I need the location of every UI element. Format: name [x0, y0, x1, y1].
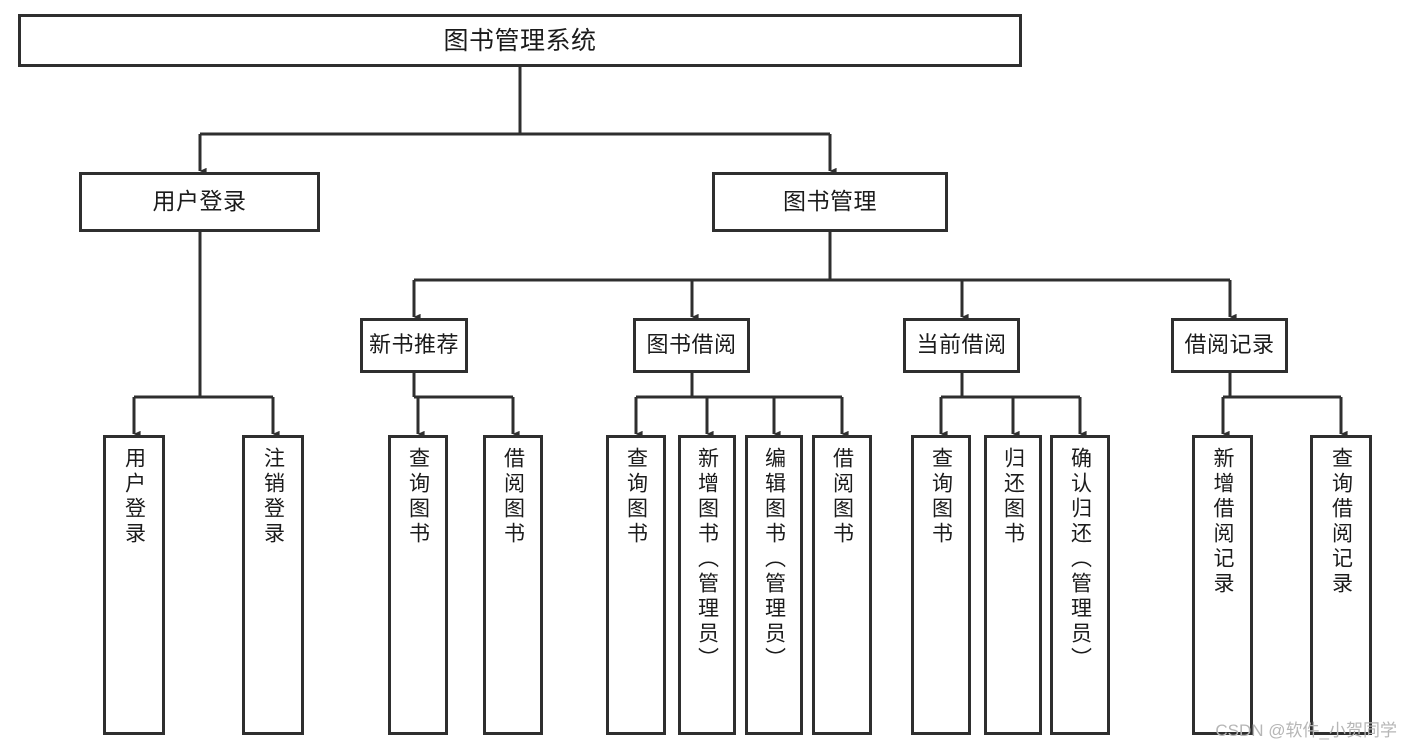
node-n2[interactable]: 图书管理: [712, 172, 948, 232]
node-n1[interactable]: 用户登录: [79, 172, 320, 232]
node-n14[interactable]: 借阅图书: [812, 435, 872, 735]
node-label: 确认归还（管理员）: [1068, 447, 1092, 672]
node-label: 用户登录: [122, 447, 146, 547]
node-label: 借阅记录: [1184, 332, 1275, 358]
node-n16[interactable]: 归还图书: [984, 435, 1042, 735]
node-n19[interactable]: 查询借阅记录: [1310, 435, 1372, 735]
node-n10[interactable]: 借阅图书: [483, 435, 543, 735]
node-label: 新增图书（管理员）: [695, 447, 719, 672]
node-label: 图书管理系统: [443, 26, 597, 55]
node-label: 编辑图书（管理员）: [762, 447, 786, 672]
node-label: 注销登录: [261, 447, 285, 547]
node-label: 查询图书: [929, 447, 953, 547]
node-label: 查询借阅记录: [1329, 447, 1353, 597]
node-label: 用户登录: [152, 188, 247, 215]
node-n11[interactable]: 查询图书: [606, 435, 666, 735]
node-n18[interactable]: 新增借阅记录: [1192, 435, 1253, 735]
node-label: 图书借阅: [646, 332, 737, 358]
node-n12[interactable]: 新增图书（管理员）: [678, 435, 736, 735]
node-n5[interactable]: 当前借阅: [903, 318, 1020, 373]
node-label: 借阅图书: [501, 447, 525, 547]
node-label: 借阅图书: [830, 447, 854, 547]
node-n17[interactable]: 确认归还（管理员）: [1050, 435, 1110, 735]
node-n9[interactable]: 查询图书: [388, 435, 448, 735]
node-label: 查询图书: [406, 447, 430, 547]
node-label: 查询图书: [624, 447, 648, 547]
node-n8[interactable]: 注销登录: [242, 435, 304, 735]
node-n4[interactable]: 图书借阅: [633, 318, 750, 373]
node-n3[interactable]: 新书推荐: [360, 318, 468, 373]
node-n15[interactable]: 查询图书: [911, 435, 971, 735]
node-label: 新增借阅记录: [1211, 447, 1234, 597]
node-label: 当前借阅: [916, 332, 1007, 358]
node-label: 新书推荐: [368, 332, 459, 358]
node-n0[interactable]: 图书管理系统: [18, 14, 1022, 67]
node-label: 图书管理: [783, 188, 877, 215]
node-n6[interactable]: 借阅记录: [1171, 318, 1288, 373]
node-n13[interactable]: 编辑图书（管理员）: [745, 435, 803, 735]
node-label: 归还图书: [1001, 447, 1025, 547]
node-n7[interactable]: 用户登录: [103, 435, 165, 735]
